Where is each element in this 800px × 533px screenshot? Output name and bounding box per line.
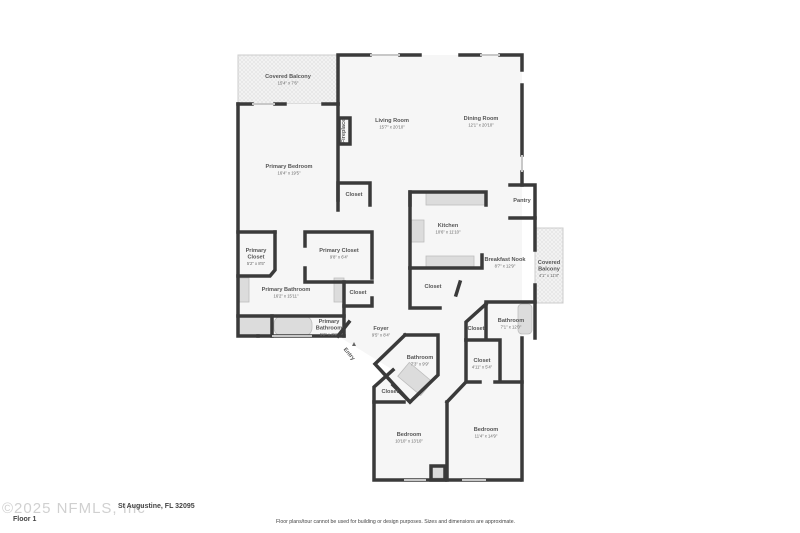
- room-dimensions: 7'1" x 12'0": [501, 325, 522, 330]
- room-dimensions: 4'1" x 11'8": [539, 273, 560, 278]
- watermark: ©2025 NFMLS, Inc: [2, 500, 146, 517]
- room-dimensions: 10'10" x 13'10": [395, 439, 423, 444]
- room-name: Breakfast Nook: [484, 257, 526, 263]
- room-name: Primary: [246, 248, 268, 254]
- room-dimensions: 15'7" x 20'10": [379, 125, 405, 130]
- room-label: Closet: [467, 326, 484, 332]
- room-name: Balcony: [538, 267, 561, 273]
- room-label: Closet: [381, 389, 398, 395]
- room-name: Bedroom: [397, 432, 422, 438]
- room-name: Closet: [473, 358, 490, 364]
- room-dimensions: 8'7" x 12'9": [495, 264, 516, 269]
- room-name: Closet: [424, 284, 441, 290]
- room-dimensions: 5'2" x 3'9": [320, 332, 339, 337]
- room-label: Closet: [345, 192, 362, 198]
- room-name: Bedroom: [474, 427, 499, 433]
- room-name: Covered: [538, 260, 561, 266]
- room-dimensions: 9'5" x 8'4": [372, 333, 391, 338]
- entry-label: Entry: [342, 347, 356, 362]
- room-dimensions: 12'1" x 20'10": [468, 123, 494, 128]
- room-dimensions: 7'3" x 9'9": [411, 362, 430, 367]
- room-name: Bathroom: [316, 326, 342, 332]
- room-dimensions: 15'4" x 7'6": [278, 81, 299, 86]
- balcony-area: [237, 54, 339, 105]
- room-name: Closet: [381, 389, 398, 395]
- room-label: Closet: [424, 284, 441, 290]
- room-name: Covered Balcony: [265, 74, 312, 80]
- room-name: Dining Room: [464, 116, 499, 122]
- room-label: Fireplace: [341, 119, 347, 144]
- room-dimensions: 16'4" x 19'5": [278, 171, 301, 176]
- room-name: Fireplace: [341, 119, 347, 144]
- room-dimensions: 4'11" x 5'4": [472, 365, 493, 370]
- room-name: Foyer: [373, 326, 389, 332]
- floor-fill: [238, 55, 522, 480]
- room-dimensions: 10'6" x 11'10": [436, 230, 461, 235]
- room-dimensions: 5'2" x 8'5": [247, 261, 266, 266]
- balcony-area: [534, 227, 564, 304]
- room-name: Primary Bathroom: [262, 287, 311, 293]
- address: St Augustine, FL 32095: [118, 503, 195, 510]
- room-name: Pantry: [513, 198, 531, 204]
- room-label: Pantry: [513, 198, 531, 204]
- windows: [252, 54, 523, 481]
- entry-arrow-icon: [352, 342, 356, 346]
- room-dimensions: 9'8" x 6'4": [330, 255, 349, 260]
- room-name: Primary: [319, 319, 341, 325]
- room-name: Bathroom: [407, 355, 433, 361]
- room-name: Primary Closet: [319, 248, 359, 254]
- room-dimensions: 16'2" x 15'11": [274, 294, 299, 299]
- room-name: Bathroom: [498, 318, 524, 324]
- room-name: Closet: [345, 192, 362, 198]
- walls: [236, 53, 537, 482]
- room-dimensions: 11'4" x 14'9": [475, 434, 498, 439]
- room-name: Primary Bedroom: [266, 164, 313, 170]
- room-name: Living Room: [375, 118, 409, 124]
- disclaimer: Floor plans/tour cannot be used for buil…: [276, 519, 516, 525]
- room-label: Closet: [349, 290, 366, 296]
- room-name: Kitchen: [438, 223, 459, 229]
- floor-label: Floor 1: [13, 516, 37, 523]
- room-name: Closet: [467, 326, 484, 332]
- room-name: Closet: [247, 255, 264, 261]
- room-name: Closet: [349, 290, 366, 296]
